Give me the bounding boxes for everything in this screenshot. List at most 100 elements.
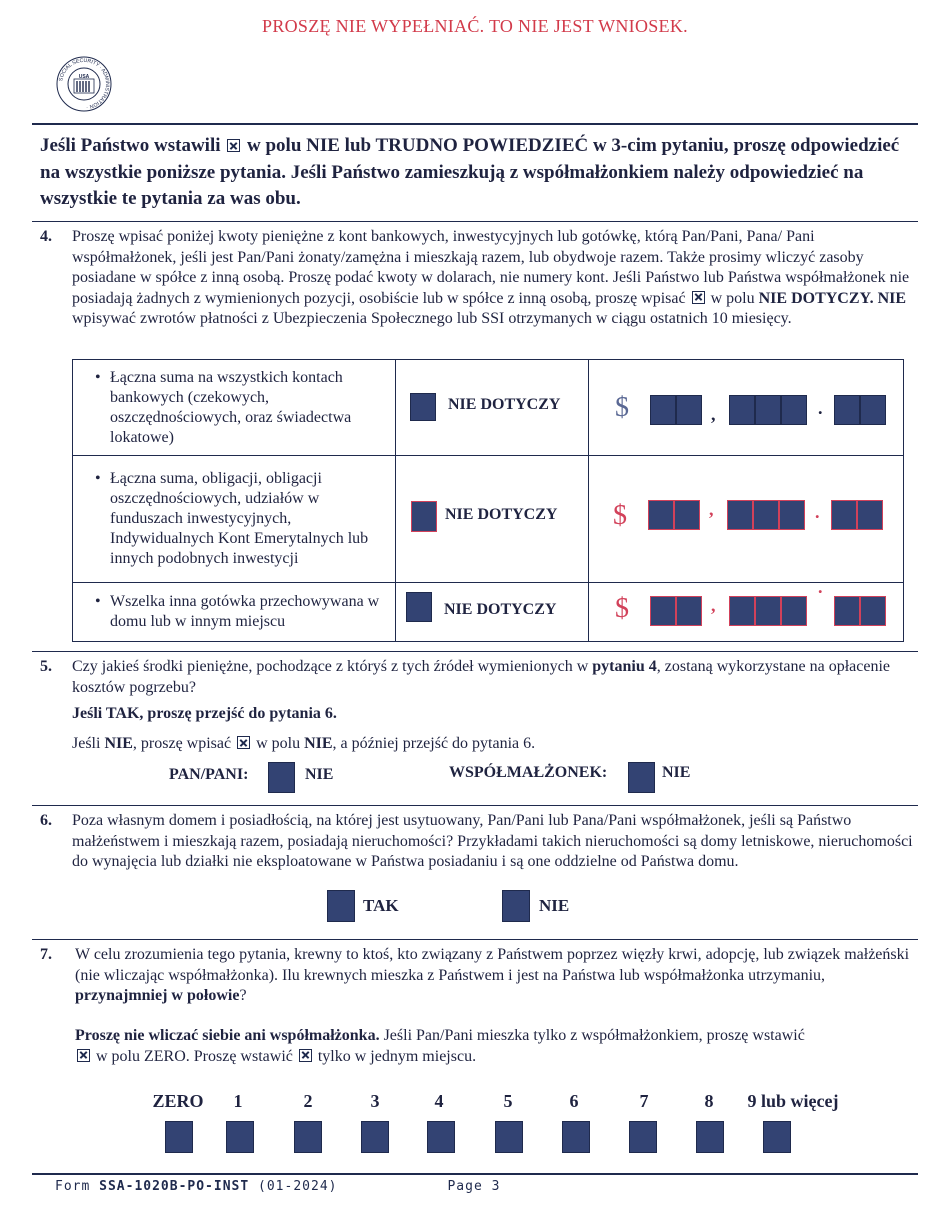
- q4-row1-digit-box[interactable]: [729, 395, 755, 425]
- q7-1-checkbox[interactable]: [226, 1121, 254, 1153]
- q5-pan-nie-checkbox[interactable]: [268, 762, 295, 793]
- q4-text: Proszę wpisać poniżej kwoty pieniężne z …: [72, 228, 910, 327]
- x-box-icon: [77, 1048, 90, 1062]
- x-box-icon: [691, 290, 705, 304]
- q4-row2-digit-box[interactable]: [727, 500, 753, 530]
- comma-separator: ,: [711, 595, 716, 615]
- q4-row1-na-cell: NIE DOTYCZY: [395, 359, 589, 456]
- q7-6-checkbox[interactable]: [562, 1121, 590, 1153]
- section-rule: [32, 805, 918, 806]
- q6-no-checkbox[interactable]: [502, 890, 530, 922]
- top-rule: [32, 123, 918, 125]
- q4-row3-digit-box[interactable]: [781, 596, 807, 626]
- comma-separator: ,: [711, 404, 716, 424]
- q4-row3-label-cell: Wszelka inna gotówka przechowywana w dom…: [72, 582, 396, 642]
- q7-9plus-checkbox[interactable]: [763, 1121, 791, 1153]
- q7-option-label-8: 8: [704, 1091, 714, 1111]
- q4-row2-label-cell: Łączna suma, obligacji, obligacji oszczę…: [72, 455, 396, 583]
- q7-5-checkbox[interactable]: [495, 1121, 523, 1153]
- q7-zero-checkbox[interactable]: [165, 1121, 193, 1153]
- q4-row2-digit-box[interactable]: [831, 500, 857, 530]
- q7-option-label-5: 5: [503, 1091, 513, 1111]
- q7-2-checkbox[interactable]: [294, 1121, 322, 1153]
- q4-row3-label: Wszelka inna gotówka przechowywana w dom…: [95, 592, 395, 632]
- decimal-point: .: [815, 502, 820, 522]
- q7-option-label-zero: ZERO: [152, 1091, 204, 1111]
- decimal-point: .: [818, 577, 823, 597]
- q4-number: 4.: [40, 228, 52, 245]
- section-rule: [32, 939, 918, 940]
- q5-yes-instruction: Jeśli TAK, proszę przejść do pytania 6.: [72, 705, 337, 722]
- q4-row1-na-label: NIE DOTYCZY: [448, 396, 561, 413]
- q4-row3-na-checkbox[interactable]: [406, 592, 432, 622]
- q4-row3-digit-box[interactable]: [755, 596, 781, 626]
- q4-row1-digit-box[interactable]: [676, 395, 702, 425]
- comma-separator: ,: [709, 499, 714, 519]
- form-code: SSA-1020B-PO-INST: [99, 1179, 250, 1194]
- q7-instruction: Proszę nie wliczać siebie ani współmałżo…: [75, 1027, 805, 1065]
- q7-8-checkbox[interactable]: [696, 1121, 724, 1153]
- q5-pan-label: PAN/PANI:: [169, 766, 249, 783]
- q7-number: 7.: [40, 946, 52, 963]
- x-box-icon: [227, 139, 241, 152]
- q7-3-checkbox[interactable]: [361, 1121, 389, 1153]
- q5-spouse-nie-checkbox[interactable]: [628, 762, 655, 793]
- q4-row2-na-label: NIE DOTYCZY: [445, 506, 558, 523]
- q4-row3-digit-box[interactable]: [729, 596, 755, 626]
- section-rule: [32, 651, 918, 652]
- q4-row1-digit-box[interactable]: [755, 395, 781, 425]
- q5-pan-nie-label: NIE: [305, 766, 334, 783]
- x-box-icon: [298, 1048, 312, 1062]
- q4-row2-na-checkbox[interactable]: [411, 501, 437, 532]
- q4-row2-digit-box[interactable]: [648, 500, 674, 530]
- q6-yes-checkbox[interactable]: [327, 890, 355, 922]
- q5-text: Czy jakieś środki pieniężne, pochodzące …: [72, 658, 890, 696]
- q7-text: W celu zrozumienia tego pytania, krewny …: [75, 946, 910, 1004]
- x-box-icon: [237, 736, 251, 749]
- q4-row3-na-cell: NIE DOTYCZY: [395, 582, 589, 642]
- q4-row3-digit-box[interactable]: [860, 596, 886, 626]
- q4-row1-amount-cell: $ , .: [588, 359, 904, 456]
- footer-rule: [32, 1173, 918, 1175]
- q4-row2-digit-box[interactable]: [779, 500, 805, 530]
- q4-row3-amount-cell: $ , .: [588, 577, 904, 642]
- q4-row1-digit-box[interactable]: [650, 395, 676, 425]
- q5-no-instruction: Jeśli NIE, proszę wpisać w polu NIE, a p…: [72, 735, 536, 752]
- q4-row2-digit-box[interactable]: [857, 500, 883, 530]
- q7-7-checkbox[interactable]: [629, 1121, 657, 1153]
- q4-row1-label: Łączna suma na wszystkich kontach bankow…: [95, 368, 395, 448]
- page-number: Page 3: [447, 1179, 501, 1194]
- intro-instructions: Jeśli Państwo wstawili w polu NIE lub TR…: [40, 135, 900, 209]
- q4-row1-digit-box[interactable]: [781, 395, 807, 425]
- svg-text:USA: USA: [79, 74, 90, 80]
- q7-option-label-1: 1: [233, 1091, 243, 1111]
- q4-row2-digit-box[interactable]: [674, 500, 700, 530]
- svg-text:SOCIAL SECURITY · ADMINISTRATI: SOCIAL SECURITY · ADMINISTRATION ·: [58, 58, 110, 110]
- q7-option-label-9plus: 9 lub więcej: [747, 1091, 839, 1111]
- dollar-sign: $: [615, 392, 629, 423]
- q4-row1-na-checkbox[interactable]: [410, 393, 436, 421]
- q4-row1-digit-box[interactable]: [834, 395, 860, 425]
- q4-row1-label-cell: Łączna suma na wszystkich kontach bankow…: [72, 359, 396, 456]
- dollar-sign: $: [615, 593, 629, 624]
- decimal-point: .: [818, 398, 823, 418]
- q6-text: Poza własnym domem i posiadłością, na kt…: [72, 812, 913, 870]
- q7-option-label-7: 7: [639, 1091, 649, 1111]
- ssa-logo: SOCIAL SECURITY · ADMINISTRATION · USA: [56, 56, 112, 112]
- q4-row3-digit-box[interactable]: [650, 596, 676, 626]
- form-date: (01-2024): [258, 1179, 338, 1194]
- q4-row3-digit-box[interactable]: [834, 596, 860, 626]
- q4-row1-digit-box[interactable]: [860, 395, 886, 425]
- q4-row2-digit-box[interactable]: [753, 500, 779, 530]
- q7-4-checkbox[interactable]: [427, 1121, 455, 1153]
- q4-row3-na-label: NIE DOTYCZY: [444, 601, 557, 618]
- section-rule: [32, 221, 918, 222]
- q7-option-label-2: 2: [303, 1091, 313, 1111]
- q7-option-label-3: 3: [370, 1091, 380, 1111]
- q4-row3-digit-box[interactable]: [676, 596, 702, 626]
- footer: Form SSA-1020B-PO-INST (01-2024)Page 3: [55, 1179, 501, 1194]
- do-not-fill-banner: PROSZĘ NIE WYPEŁNIAĆ. TO NIE JEST WNIOSE…: [262, 16, 688, 36]
- q4-row2-amount-cell: $ , .: [588, 455, 904, 583]
- q5-spouse-nie-label: NIE: [662, 764, 691, 781]
- q6-yes-label: TAK: [363, 896, 399, 915]
